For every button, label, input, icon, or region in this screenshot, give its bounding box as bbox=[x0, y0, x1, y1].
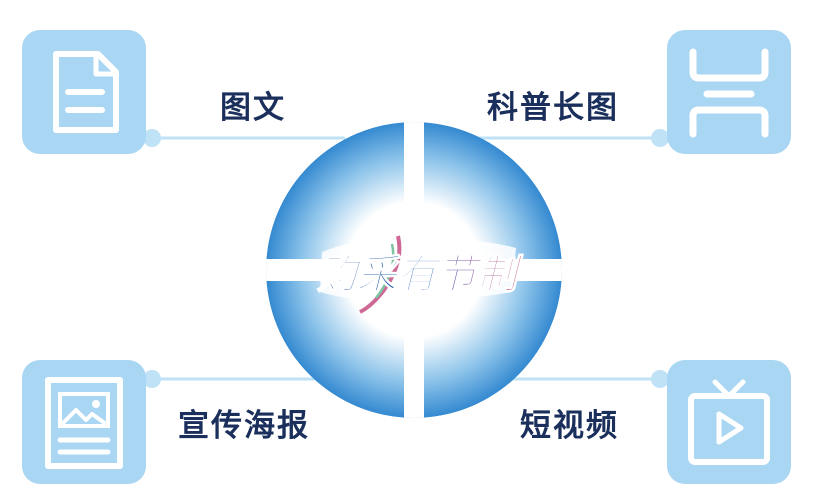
tv-video-icon bbox=[688, 379, 770, 465]
document-icon bbox=[53, 51, 119, 133]
poster-icon bbox=[45, 377, 123, 469]
long-image-tile bbox=[667, 30, 791, 154]
label-graphic-text: 图文 bbox=[220, 90, 286, 126]
tv-video-tile bbox=[667, 360, 791, 484]
label-poster: 宣传海报 bbox=[178, 408, 310, 444]
center-logo-text: 购采有节制 bbox=[317, 252, 524, 298]
label-long-image: 科普长图 bbox=[487, 90, 619, 126]
logo-swoosh-icon bbox=[359, 235, 402, 314]
long-image-icon bbox=[689, 48, 769, 138]
label-short-video: 短视频 bbox=[520, 408, 619, 444]
poster-tile bbox=[22, 360, 146, 484]
document-tile bbox=[22, 30, 146, 154]
